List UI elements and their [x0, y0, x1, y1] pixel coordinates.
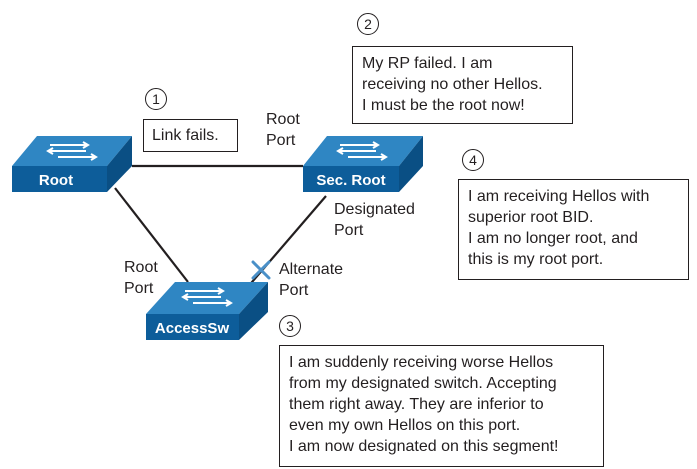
step-1-callout: Link fails.	[143, 119, 238, 152]
sec-root-switch-label: Sec. Root	[316, 172, 385, 189]
access-alternate-port-label: Alternate Port	[279, 261, 344, 299]
network-switch-icon	[46, 141, 98, 161]
root-switch: Root	[12, 136, 132, 192]
access-switch: AccessSw	[146, 282, 268, 340]
x-mark-icon	[251, 260, 271, 280]
step-4-number: 4	[462, 149, 484, 171]
sec-root-designated-port-label: Designated Port	[334, 201, 415, 239]
step-3-callout: I am suddenly receiving worse Hellos fro…	[279, 345, 604, 467]
step-3-number: 3	[279, 315, 301, 337]
step-4-callout: I am receiving Hellos with superior root…	[458, 179, 689, 280]
access-switch-label: AccessSw	[155, 320, 230, 337]
network-switch-icon	[181, 287, 233, 307]
access-root-port-label: Root Port	[124, 259, 158, 297]
sec-root-root-port-label: Root Port	[266, 111, 300, 149]
sec-root-switch: Sec. Root	[303, 136, 423, 192]
step-2-number: 2	[357, 13, 379, 35]
network-switch-icon	[336, 141, 388, 161]
step-2-callout: My RP failed. I am receiving no other He…	[352, 46, 573, 124]
link-sec-root-to-access	[239, 195, 327, 297]
root-switch-label: Root	[39, 172, 73, 189]
step-1-number: 1	[145, 88, 167, 110]
link-root-to-access	[114, 187, 189, 283]
